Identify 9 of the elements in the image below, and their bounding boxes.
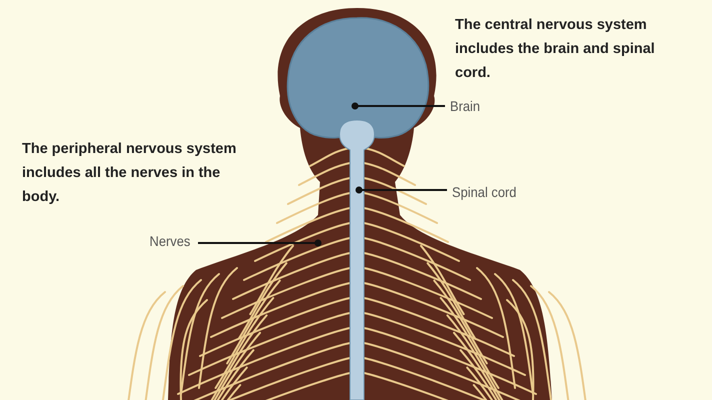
brain-drawing (286, 17, 430, 139)
part-label: Nerves (149, 233, 190, 249)
caption-text: The peripheral nervous system includes all the nerves in the body. (22, 140, 237, 207)
caption-text: The central nervous system includes the brain and spinal cord. (455, 16, 656, 83)
leader-line (356, 186, 447, 194)
leader-line (198, 240, 322, 246)
spinal-cord-drawing (339, 120, 375, 400)
part-label: Spinal cord (452, 184, 516, 200)
part-label: Brain (450, 98, 480, 114)
